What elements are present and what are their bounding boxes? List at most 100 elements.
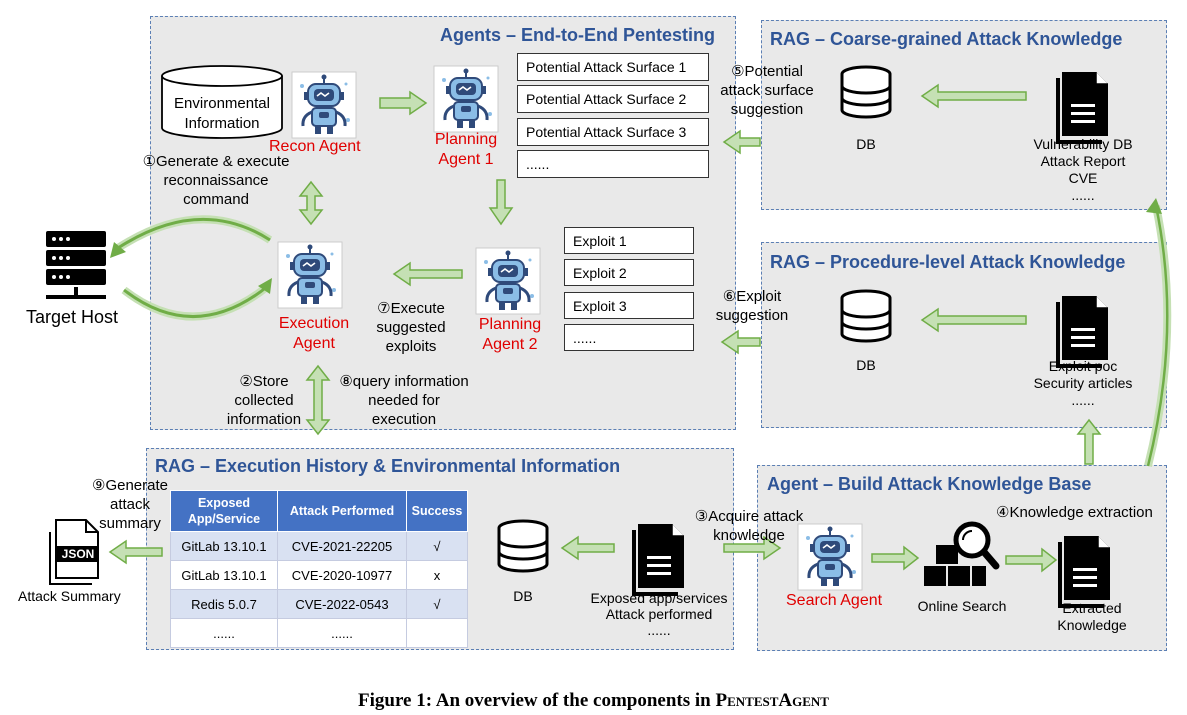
step-2-line: information bbox=[226, 411, 302, 428]
table-cell: CVE-2020-10977 bbox=[277, 560, 407, 590]
step-2-label: ②Store collected information bbox=[212, 372, 316, 429]
json-file-icon bbox=[49, 519, 99, 585]
planning-agent-2-robot-icon bbox=[474, 246, 542, 316]
online-search-label: Online Search bbox=[917, 598, 1007, 614]
execution-agent-line2: Agent bbox=[293, 335, 335, 352]
extracted-knowledge-label: Extracted Knowledge bbox=[1034, 600, 1150, 634]
execution-history-table: Exposed App/Service Attack Performed Suc… bbox=[170, 490, 468, 648]
coarse-doc-line: CVE bbox=[1068, 170, 1098, 186]
json-icon-text: JSON bbox=[61, 547, 95, 561]
exploit-box: ...... bbox=[564, 324, 694, 351]
table-row: GitLab 13.10.1 CVE-2021-22205 √ bbox=[170, 531, 468, 561]
search-agent-label: Search Agent bbox=[786, 592, 883, 609]
coarse-doc-label: Vulnerability DB Attack Report CVE .....… bbox=[1018, 136, 1148, 204]
exploit-box: Exploit 1 bbox=[564, 227, 694, 254]
table-header-cell: Exposed App/Service bbox=[170, 490, 278, 532]
planning-agent-1-label: Planning Agent 1 bbox=[416, 130, 516, 170]
coarse-doc-line: ...... bbox=[1071, 187, 1095, 203]
rag-history-title: RAG – Execution History & Environmental … bbox=[155, 456, 621, 476]
step-3-line: knowledge bbox=[713, 527, 785, 544]
online-search-icon bbox=[924, 521, 1000, 586]
step-9-line: attack bbox=[109, 496, 151, 513]
procedure-doc-line: Security articles bbox=[1033, 375, 1133, 391]
exploit-box: Exploit 2 bbox=[564, 259, 694, 286]
coarse-db-icon bbox=[840, 65, 892, 119]
table-cell: ...... bbox=[170, 618, 278, 648]
attack-summary-label: Attack Summary bbox=[18, 588, 121, 604]
block-arrows bbox=[108, 83, 1102, 573]
history-doc-line: ...... bbox=[647, 622, 671, 638]
table-cell: CVE-2022-0543 bbox=[277, 589, 407, 619]
step-8-label: ⑧query information needed for execution bbox=[326, 372, 482, 429]
table-row: Redis 5.0.7 CVE-2022-0543 √ bbox=[170, 589, 468, 619]
table-row: ...... ...... bbox=[170, 618, 468, 648]
step-7-line: ⑦Execute bbox=[377, 300, 445, 317]
planning-agent-2-line1: Planning bbox=[478, 316, 542, 333]
step-1-line: command bbox=[183, 191, 249, 208]
history-doc-line: Exposed app/services bbox=[590, 590, 728, 606]
step-1-line: ①Generate & execute bbox=[142, 153, 290, 170]
table-cell: Redis 5.0.7 bbox=[170, 589, 278, 619]
table-cell: GitLab 13.10.1 bbox=[170, 560, 278, 590]
environment-info-label: Environmental Information bbox=[162, 94, 282, 134]
execution-agent-line1: Execution bbox=[278, 315, 350, 332]
rag-coarse-title: RAG – Coarse-grained Attack Knowledge bbox=[770, 29, 1123, 49]
step-7-line: exploits bbox=[385, 338, 437, 355]
step-6-line: suggestion bbox=[715, 307, 789, 324]
recon-agent-label: Recon Agent bbox=[269, 138, 361, 155]
step-2-line: collected bbox=[234, 392, 294, 409]
host-execution-loop-arrows bbox=[110, 215, 273, 321]
procedure-db-icon bbox=[840, 289, 892, 343]
caption-prefix: Figure 1: An overview of the components … bbox=[358, 690, 716, 711]
step-4-label: ④Knowledge extraction bbox=[996, 504, 1153, 521]
step-7-line: suggested bbox=[376, 319, 446, 336]
table-cell: CVE-2021-22205 bbox=[277, 531, 407, 561]
attack-surface-box: Potential Attack Surface 1 bbox=[517, 53, 709, 81]
table-header-cell: Attack Performed bbox=[277, 490, 407, 532]
history-doc-label: Exposed app/services Attack performed ..… bbox=[584, 590, 734, 638]
step-5-line: ⑤Potential bbox=[731, 63, 803, 80]
agents-panel-title: Agents – End-to-End Pentesting bbox=[440, 25, 716, 45]
table-cell: GitLab 13.10.1 bbox=[170, 531, 278, 561]
table-row: GitLab 13.10.1 CVE-2020-10977 x bbox=[170, 560, 468, 590]
coarse-doc-line: Vulnerability DB bbox=[1033, 136, 1133, 152]
history-doc-line: Attack performed bbox=[605, 606, 713, 622]
step-9-line: summary bbox=[99, 515, 161, 532]
step-3-line: ③Acquire attack bbox=[694, 508, 804, 525]
history-db-label: DB bbox=[513, 588, 533, 604]
rag-procedure-title: RAG – Procedure-level Attack Knowledge bbox=[770, 252, 1126, 272]
table-cell bbox=[406, 618, 468, 648]
step-8-line: needed for bbox=[368, 392, 440, 409]
procedure-doc-line: Exploit poc bbox=[1048, 358, 1118, 374]
caption-system-name: PentestAgent bbox=[715, 690, 829, 711]
figure-caption: Figure 1: An overview of the components … bbox=[0, 690, 1187, 712]
recon-agent-robot-icon bbox=[290, 70, 358, 140]
procedure-db-label: DB bbox=[856, 357, 876, 373]
execution-agent-label: Execution Agent bbox=[264, 314, 364, 354]
step-8-line: ⑧query information bbox=[339, 373, 469, 390]
procedure-doc-line: ...... bbox=[1071, 392, 1095, 408]
procedure-doc-label: Exploit poc Security articles ...... bbox=[1018, 358, 1148, 409]
step-3-label: ③Acquire attack knowledge bbox=[684, 507, 814, 545]
coarse-doc-line: Attack Report bbox=[1040, 153, 1126, 169]
step-1-label: ①Generate & execute reconnaissance comma… bbox=[134, 152, 298, 209]
step-2-line: ②Store bbox=[239, 373, 289, 390]
coarse-db-label: DB bbox=[856, 136, 876, 152]
planning-agent-2-label: Planning Agent 2 bbox=[460, 315, 560, 355]
table-cell: ...... bbox=[277, 618, 407, 648]
step-9-label: ⑨Generate attack summary bbox=[80, 476, 180, 533]
step-5-line: suggestion bbox=[730, 101, 804, 118]
environment-info-cylinder bbox=[161, 65, 283, 139]
target-host-label: Target Host bbox=[26, 307, 119, 327]
step-6-label: ⑥Exploit suggestion bbox=[702, 287, 802, 325]
env-info-line1: Environmental bbox=[174, 95, 270, 112]
build-to-coarse-curved-arrow bbox=[1144, 198, 1172, 467]
server-icon bbox=[46, 231, 106, 299]
env-info-line2: Information bbox=[184, 115, 260, 132]
step-6-line: ⑥Exploit bbox=[722, 288, 782, 305]
attack-surface-box: Potential Attack Surface 2 bbox=[517, 85, 709, 113]
step-5-label: ⑤Potential attack surface suggestion bbox=[712, 62, 822, 119]
step-9-line: ⑨Generate bbox=[92, 477, 168, 494]
table-header-cell: Success bbox=[406, 490, 468, 532]
